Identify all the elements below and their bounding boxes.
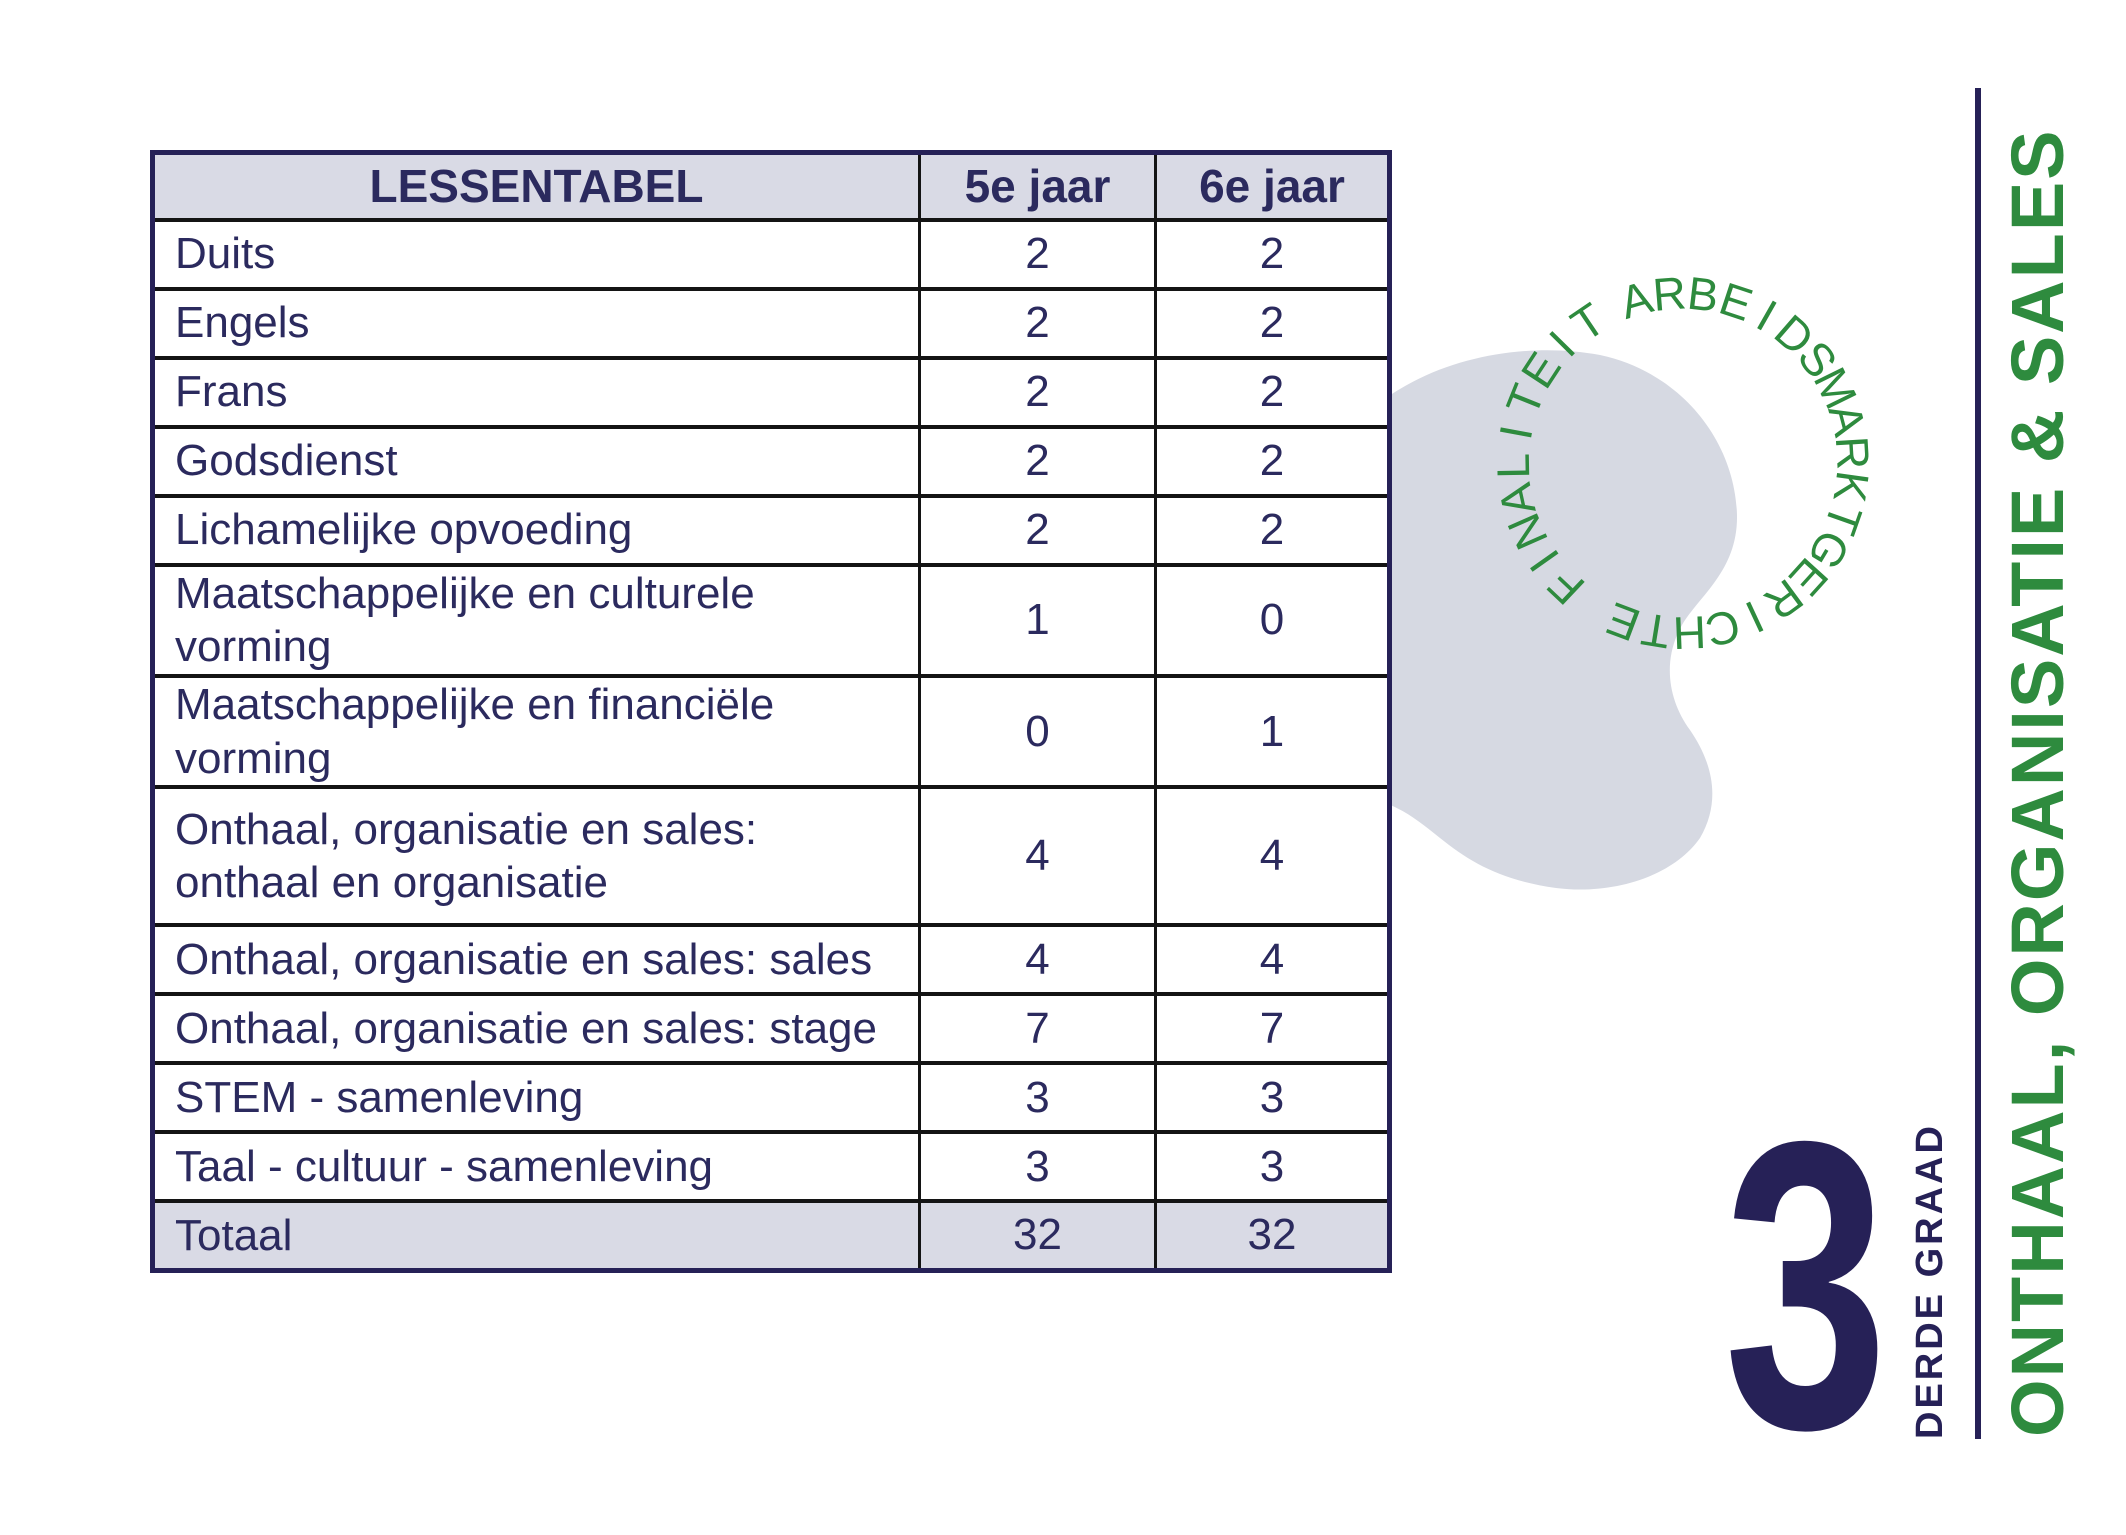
year6-cell: 7 bbox=[1154, 992, 1391, 1066]
vertical-title: ONTHAAL, ORGANISATIE & SALES bbox=[1996, 128, 2079, 1437]
subject-cell: STEM - samenleving bbox=[151, 1061, 921, 1135]
year6-cell: 3 bbox=[1154, 1061, 1391, 1135]
year6-cell: 0 bbox=[1154, 562, 1391, 678]
grade-label: DERDE GRAAD bbox=[1909, 1123, 1951, 1439]
vertical-rule bbox=[1975, 88, 1981, 1439]
year6-cell: 2 bbox=[1154, 493, 1391, 567]
year5-cell: 4 bbox=[918, 785, 1157, 928]
year5-cell: 2 bbox=[918, 424, 1157, 498]
table-row: Taal - cultuur - samenleving 3 3 bbox=[151, 1130, 1391, 1204]
subject-cell: Godsdienst bbox=[151, 424, 921, 498]
table-row: Frans 2 2 bbox=[151, 355, 1391, 429]
total-year6-cell: 32 bbox=[1154, 1199, 1391, 1273]
year5-cell: 3 bbox=[918, 1061, 1157, 1135]
year6-cell: 1 bbox=[1154, 673, 1391, 790]
table-row: Lichamelijke opvoeding 2 2 bbox=[151, 493, 1391, 567]
table-row: Engels 2 2 bbox=[151, 286, 1391, 360]
year5-cell: 2 bbox=[918, 217, 1157, 291]
table-total-row: Totaal 32 32 bbox=[151, 1199, 1391, 1273]
subject-cell: Frans bbox=[151, 355, 921, 429]
year6-cell: 3 bbox=[1154, 1130, 1391, 1204]
subject-cell: Maatschappelijke en culturele vorming bbox=[151, 562, 921, 678]
year6-cell: 2 bbox=[1154, 424, 1391, 498]
subject-cell: Duits bbox=[151, 217, 921, 291]
total-label-cell: Totaal bbox=[151, 1199, 921, 1273]
year5-cell: 2 bbox=[918, 286, 1157, 360]
subject-cell: Onthaal, organisatie en sales: onthaal e… bbox=[151, 785, 921, 928]
year6-cell: 4 bbox=[1154, 923, 1391, 997]
year6-cell: 2 bbox=[1154, 355, 1391, 429]
grade-number: 3 bbox=[1723, 1056, 1888, 1514]
header-year6: 6e jaar bbox=[1154, 150, 1391, 222]
subject-cell: Onthaal, organisatie en sales: sales bbox=[151, 923, 921, 997]
total-year5-cell: 32 bbox=[918, 1199, 1157, 1273]
year6-cell: 2 bbox=[1154, 217, 1391, 291]
table-row: Onthaal, organisatie en sales: stage 7 7 bbox=[151, 992, 1391, 1066]
subject-cell: Taal - cultuur - samenleving bbox=[151, 1130, 921, 1204]
table-row: STEM - samenleving 3 3 bbox=[151, 1061, 1391, 1135]
table-row: Godsdienst 2 2 bbox=[151, 424, 1391, 498]
subject-cell: Lichamelijke opvoeding bbox=[151, 493, 921, 567]
year5-cell: 4 bbox=[918, 923, 1157, 997]
year5-cell: 3 bbox=[918, 1130, 1157, 1204]
year5-cell: 1 bbox=[918, 562, 1157, 678]
year5-cell: 2 bbox=[918, 493, 1157, 567]
year6-cell: 2 bbox=[1154, 286, 1391, 360]
table-row: Duits 2 2 bbox=[151, 217, 1391, 291]
year5-cell: 0 bbox=[918, 673, 1157, 790]
year5-cell: 7 bbox=[918, 992, 1157, 1066]
year5-cell: 2 bbox=[918, 355, 1157, 429]
subject-cell: Onthaal, organisatie en sales: stage bbox=[151, 992, 921, 1066]
subject-cell: Engels bbox=[151, 286, 921, 360]
year6-cell: 4 bbox=[1154, 785, 1391, 928]
subject-cell: Maatschappelijke en financiële vorming bbox=[151, 673, 921, 790]
table-row: Onthaal, organisatie en sales: onthaal e… bbox=[151, 785, 1391, 928]
header-subject: LESSENTABEL bbox=[151, 150, 921, 222]
lesson-table: LESSENTABEL 5e jaar 6e jaar Duits 2 2 En… bbox=[150, 150, 1392, 1273]
table-row: Maatschappelijke en financiële vorming 0… bbox=[151, 673, 1391, 790]
header-year5: 5e jaar bbox=[918, 150, 1157, 222]
table-row: Onthaal, organisatie en sales: sales 4 4 bbox=[151, 923, 1391, 997]
table-header-row: LESSENTABEL 5e jaar 6e jaar bbox=[151, 150, 1391, 222]
table-row: Maatschappelijke en culturele vorming 1 … bbox=[151, 562, 1391, 678]
